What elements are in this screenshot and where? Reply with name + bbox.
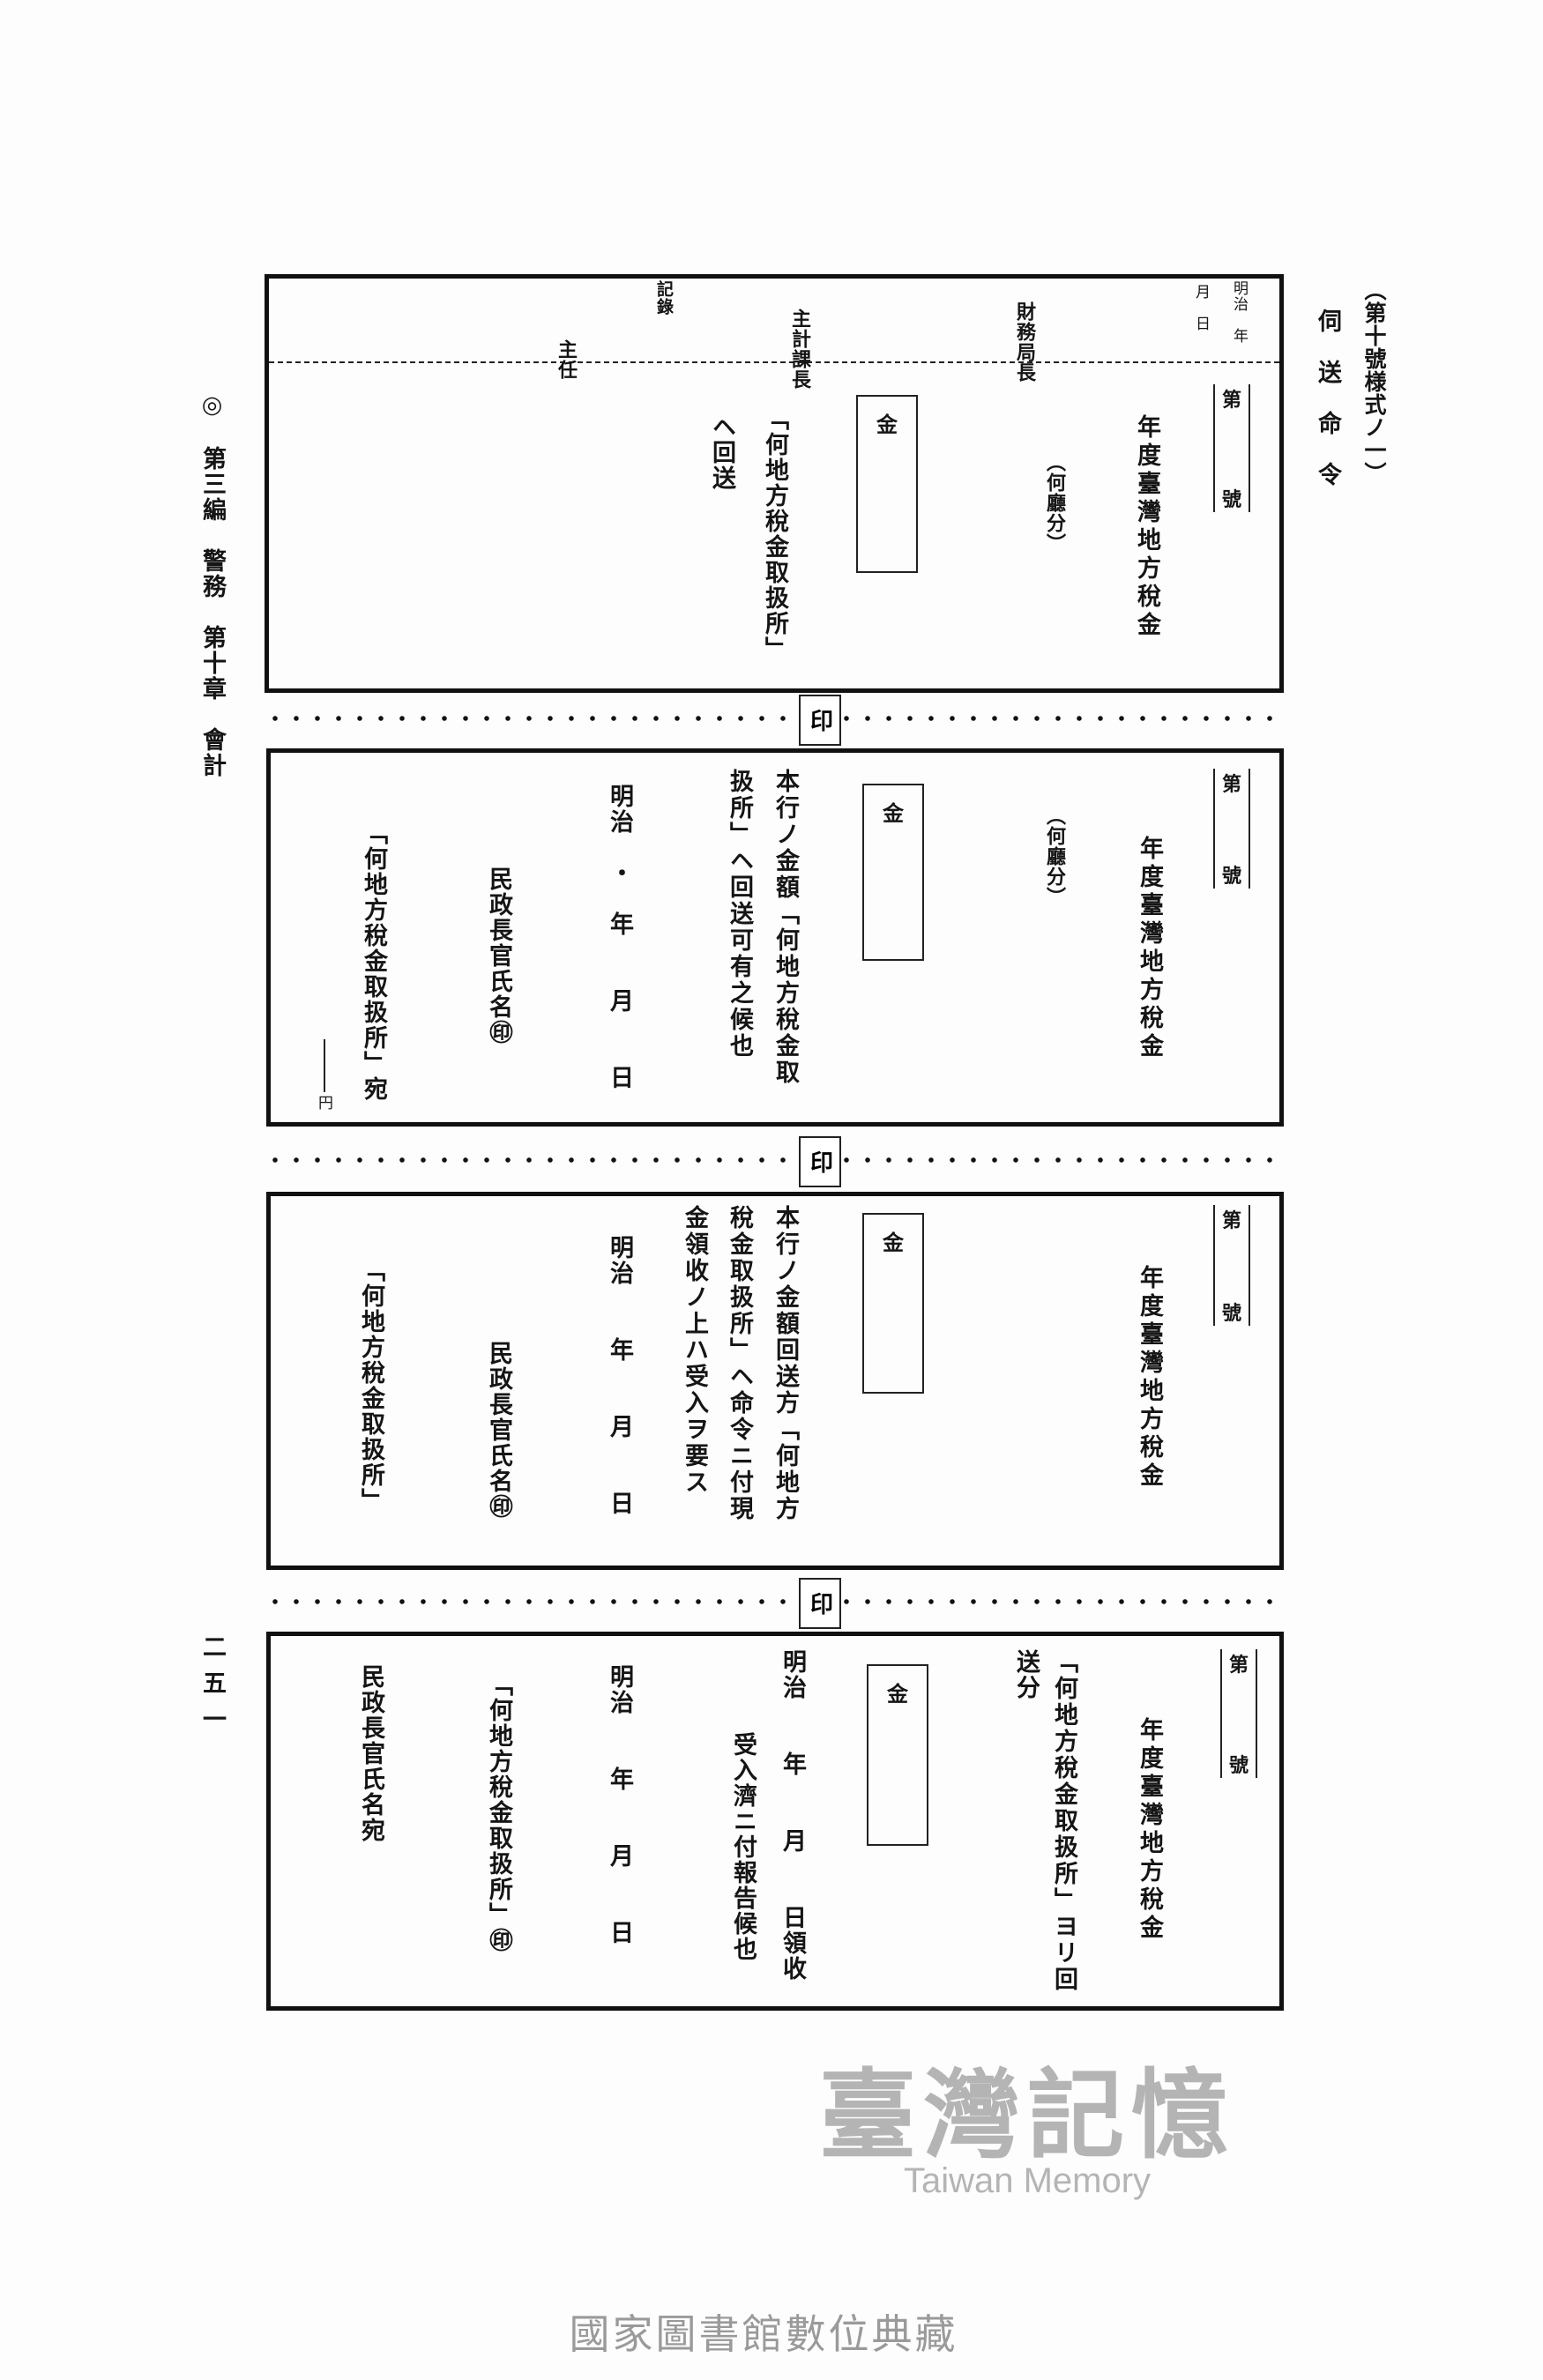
body-line-4: 受入濟ニ付報告候也 [729, 1732, 757, 1962]
signature-finance-director: 財務局長 [1013, 301, 1036, 383]
body-line-2: 稅金取扱所」ヘ命令ニ付現 [726, 1205, 753, 1522]
signature-accounting-chief: 主計課長 [788, 309, 811, 390]
amount-label: 金 [883, 1230, 904, 1255]
number-box: 第 號 [1213, 769, 1250, 889]
panel-border [265, 274, 1284, 693]
amount-label: 金 [887, 1681, 908, 1707]
body-line-1: 本行ノ金額「何地方稅金取 [772, 769, 799, 1086]
signature-divider [269, 361, 1279, 363]
number-suffix: 號 [1221, 488, 1241, 511]
watermark-cjk: 臺灣記憶 [819, 2058, 1235, 2172]
number-prefix: 第 [1228, 1654, 1249, 1677]
form-number: （第十號様式ノ一） [1361, 279, 1387, 485]
amount-label: 金 [876, 412, 898, 437]
watermark-en: Taiwan Memory [903, 2161, 1152, 2200]
signature-officer: 主任 [555, 339, 578, 380]
number-prefix: 第 [1221, 1209, 1241, 1232]
addressee: 民政長官氏名宛 [357, 1664, 384, 1843]
district-label: （何廳分） [1043, 452, 1066, 554]
panel-border [266, 748, 1284, 1127]
taiwan-memory-watermark: 臺灣記憶 Taiwan Memory [798, 2063, 1256, 2201]
form-title: 伺 送 命 令 [1314, 309, 1341, 487]
amount-label: 金 [883, 800, 904, 826]
number-box: 第 號 [1213, 1205, 1250, 1326]
addressee: 「何地方稅金取扱所」宛 [360, 821, 387, 1102]
perforation-line-3 [265, 1599, 1284, 1604]
date-header-month-day: 月 日 [1192, 284, 1210, 331]
date-header-year: 明治 年 [1230, 280, 1248, 344]
fiscal-title: 年度臺灣地方稅金 [1136, 1717, 1163, 1943]
tally-seal-1: 印 [799, 695, 841, 746]
library-footer: 國家圖書館數位典藏 [569, 2310, 958, 2358]
date-line: 明治 年 月 日 [606, 1664, 633, 1945]
fiscal-title: 年度臺灣地方稅金 [1136, 1265, 1163, 1491]
number-suffix: 號 [1221, 1302, 1241, 1325]
addressee: 「何地方稅金取扱所」 [357, 1258, 384, 1514]
chapter-heading: ◎ 第三編 警務 第十章 會計 [198, 391, 226, 778]
body-line-2: 扱所」ヘ回送可有之候也 [726, 769, 753, 1060]
body-line-1: 本行ノ金額回送方「何地方 [772, 1205, 799, 1522]
stub-line [324, 1039, 325, 1092]
number-suffix: 號 [1221, 865, 1241, 888]
amount-box: 金 [862, 1213, 924, 1394]
amount-box: 金 [867, 1664, 928, 1846]
panel-border [266, 1192, 1284, 1570]
amount-box: 金 [862, 784, 924, 961]
fiscal-title: 年度臺灣地方稅金 [1133, 414, 1160, 640]
page-number: 二五一 [198, 1634, 226, 1743]
body-line-3: 明治 年 月 日領收 [779, 1649, 806, 1982]
signer: 「何地方稅金取扱所」㊞ [485, 1672, 512, 1953]
district-label: （何廳分） [1043, 806, 1066, 907]
number-suffix: 號 [1228, 1754, 1249, 1777]
amount-box: 金 [856, 395, 918, 573]
body-line-1: 「何地方稅金取扱所」ヨリ回 [1050, 1649, 1077, 1993]
body-line-2: 送分 [1012, 1649, 1040, 1700]
signature-recorder: 記錄 [654, 280, 674, 316]
date-line: 明治 年 月 日 [606, 1235, 633, 1516]
body-line-1: 「何地方稅金取扱所」 [761, 406, 788, 662]
number-box: 第 號 [1213, 384, 1250, 512]
panel-border [266, 1632, 1284, 2011]
perforation-line-2 [265, 1157, 1284, 1163]
tally-seal-3: 印 [799, 1578, 841, 1629]
tally-seal-2: 印 [799, 1136, 841, 1187]
body-line-2: ヘ回送 [708, 414, 735, 491]
number-prefix: 第 [1221, 389, 1241, 412]
stub-mark: 円 [315, 1095, 332, 1111]
perforation-line-1 [265, 716, 1284, 721]
number-box: 第 號 [1220, 1649, 1257, 1778]
body-line-3: 金領收ノ上ハ受入ヲ要ス [681, 1205, 708, 1496]
number-prefix: 第 [1221, 773, 1241, 796]
signer: 民政長官氏名㊞ [485, 1341, 512, 1520]
date-line: 明治 ・ 年 月 日 [606, 784, 633, 1090]
signer: 民政長官氏名㊞ [485, 866, 512, 1045]
fiscal-title: 年度臺灣地方稅金 [1136, 836, 1163, 1061]
